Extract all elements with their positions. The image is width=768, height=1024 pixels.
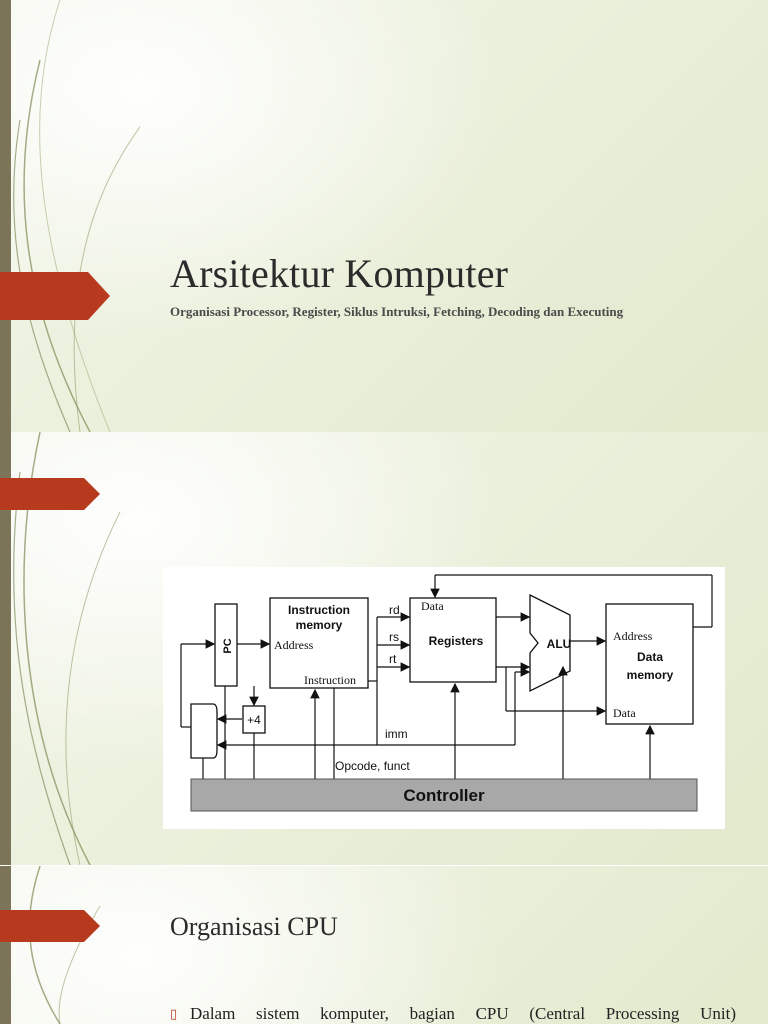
decorative-curves [13,0,140,432]
instruction-memory-block [269,597,369,689]
instruction-memory-title-line2: memory [296,618,343,632]
slide-tab-marker [0,478,100,510]
slide-title-text: Organisasi CPU [170,912,338,941]
pc-mux [190,703,218,759]
left-accent-bar [0,432,11,865]
rd-label: rd [389,603,400,617]
data-memory-title-line1: Data [637,650,663,664]
data-memory-block [605,603,694,725]
cpu-datapath-diagram: PC Instruction memory Address Instructio… [163,567,725,829]
controller-bar [190,778,698,812]
data-memory-address-label: Address [613,629,653,643]
instruction-memory-address-label: Address [274,638,314,652]
registers-data-label: Data [421,599,444,613]
bullet-text: Dalam sistem komputer, bagian CPU (Centr… [190,1004,736,1023]
imm-label: imm [385,727,408,741]
data-memory-data-label: Data [613,706,636,720]
registers-block [409,597,497,683]
opcode-funct-label: Opcode, funct [335,759,410,773]
registers-label: Registers [429,634,484,648]
rs-label: rs [389,630,399,644]
square-bullet-icon: ▯ [170,1006,178,1021]
controller-label: Controller [403,786,485,805]
slide-organisasi-cpu[interactable]: Organisasi CPU ▯ Dalam sistem komputer, … [0,866,768,1024]
slide-subtitle: Organisasi Processor, Register, Siklus I… [170,304,624,319]
instruction-memory-title-line1: Instruction [288,603,350,617]
instruction-memory-instruction-label: Instruction [304,673,356,687]
slide-title[interactable]: Arsitektur Komputer Organisasi Processor… [0,0,768,432]
bullet-item: ▯ Dalam sistem komputer, bagian CPU (Cen… [170,1004,736,1024]
left-accent-bar [0,0,11,432]
decorative-curves [28,866,101,1024]
plus4-label: +4 [247,713,261,727]
left-accent-bar [0,866,11,1024]
slide-diagram[interactable]: PC Instruction memory Address Instructio… [0,432,768,865]
pc-label: PC [222,638,234,653]
slide-title-text: Arsitektur Komputer [170,251,509,296]
slide-divider [0,865,768,866]
rt-label: rt [389,652,397,666]
slide-tab-marker [0,910,100,942]
slide-tab-marker [0,272,110,320]
data-memory-title-line2: memory [627,668,674,682]
alu-label: ALU [547,637,572,651]
